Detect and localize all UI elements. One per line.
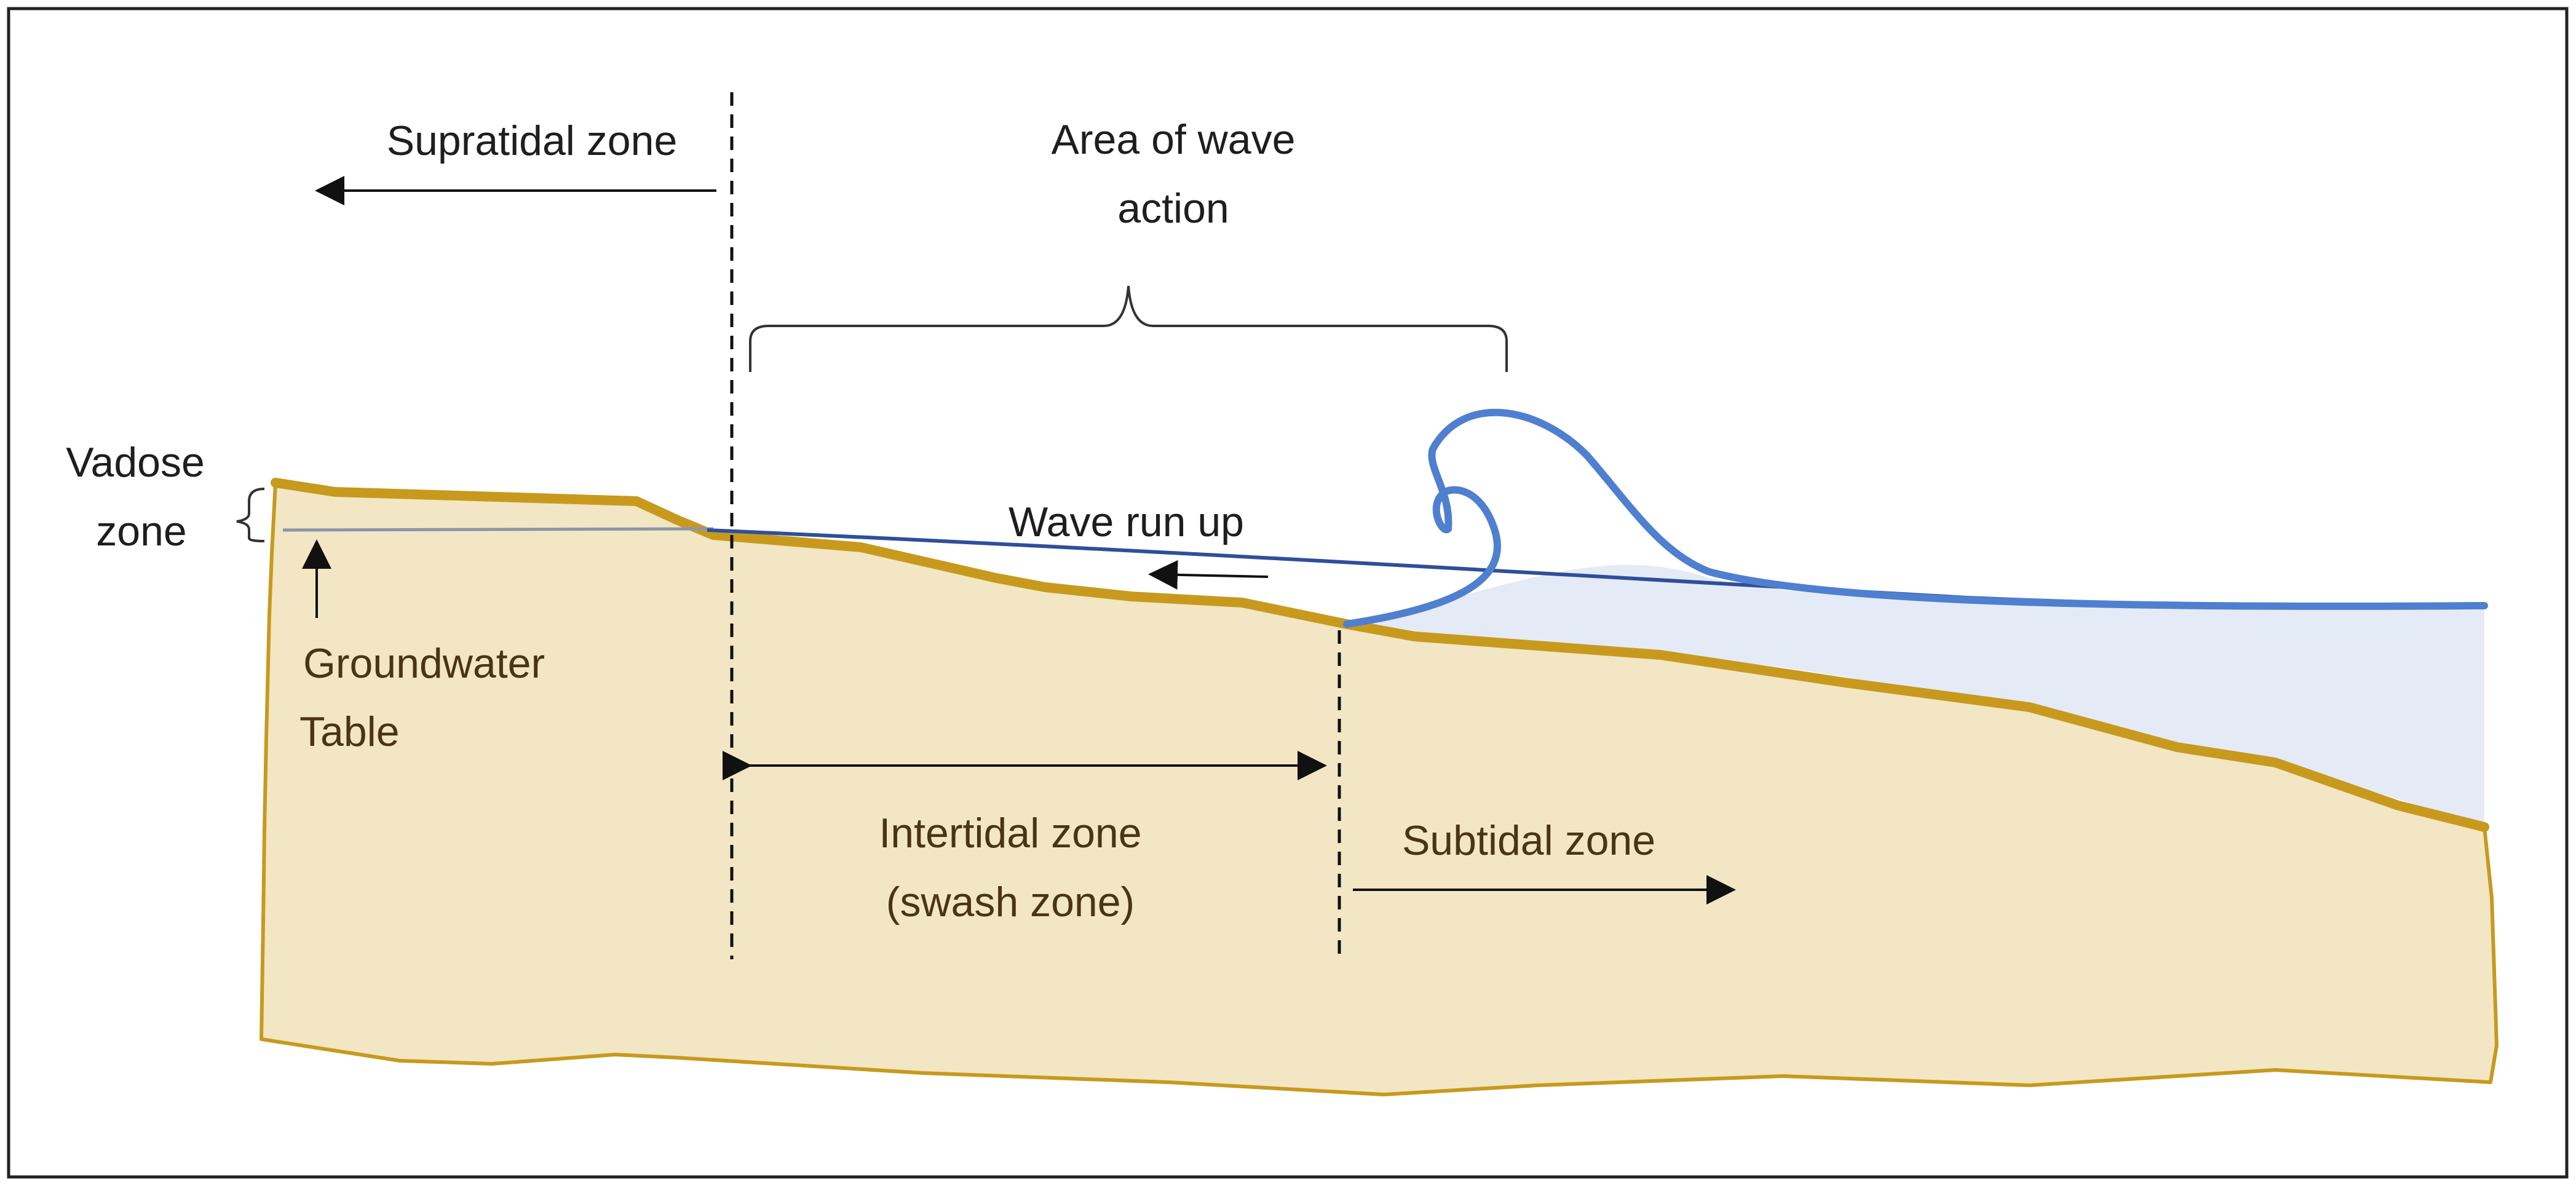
beach-surface-line	[271, 478, 2489, 832]
wave-action-brace	[749, 285, 1508, 372]
subtidal-zone-label: Subtidal zone	[1402, 817, 1655, 864]
intertidal-zone-label-line2: (swash zone)	[886, 879, 1135, 925]
groundwater-table-line	[282, 527, 714, 532]
wave-action-label-line1: Area of wave	[1052, 116, 1296, 163]
sea-water-fill	[1347, 564, 2484, 827]
supratidal-zone-label: Supratidal zone	[387, 117, 678, 164]
wave-run-up-label: Wave run up	[1009, 499, 1244, 545]
vadose-zone-brace	[236, 488, 265, 542]
wave-run-up-arrow	[1148, 560, 1269, 590]
breaking-wave-curve	[1343, 408, 2488, 628]
intertidal-zone-label-line1: Intertidal zone	[879, 810, 1141, 857]
vadose-zone-label-line1: Vadose	[66, 439, 205, 486]
groundwater-table-label-line2: Table	[299, 708, 400, 755]
wave-action-label-line2: action	[1117, 185, 1229, 232]
vadose-zone-label-line2: zone	[96, 508, 186, 555]
groundwater-table-label-line1: Groundwater	[303, 640, 545, 687]
